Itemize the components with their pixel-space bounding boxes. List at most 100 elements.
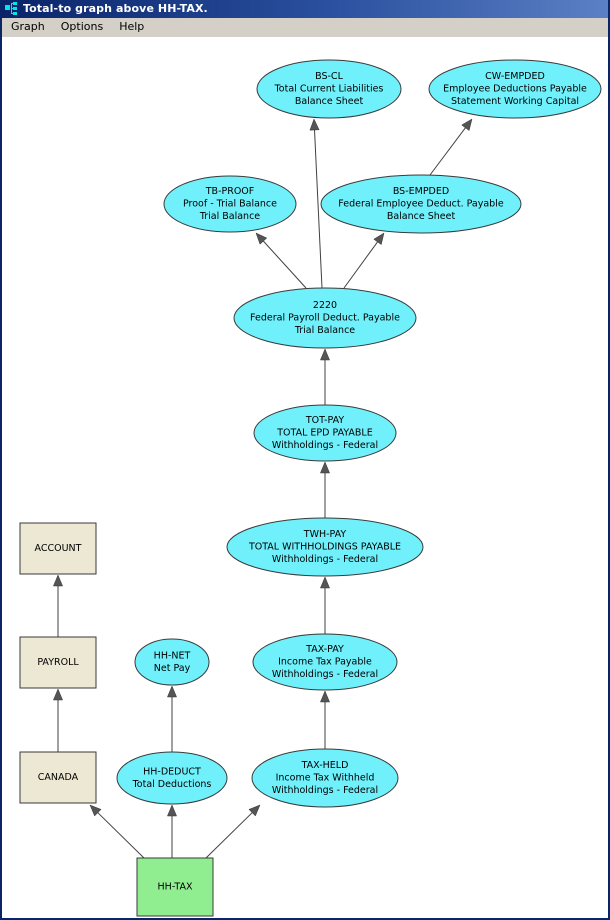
node-label-line: Withholdings - Federal bbox=[272, 785, 378, 796]
node-label-line: Total Deductions bbox=[132, 779, 212, 790]
graph-edge bbox=[320, 690, 330, 749]
node-label-line: Trial Balance bbox=[199, 211, 260, 222]
graph-node-twh-pay[interactable]: TWH-PAY TOTAL WITHHOLDINGS PAYABLEWithhol… bbox=[226, 517, 424, 577]
node-ellipse[interactable] bbox=[252, 633, 398, 691]
node-label-line: TAX-HELD bbox=[301, 760, 349, 771]
node-label-line: TAX-PAY bbox=[305, 644, 344, 655]
graph-node-account[interactable]: ACCOUNT bbox=[19, 522, 97, 575]
node-label-line: TB-PROOF bbox=[205, 186, 255, 197]
graph-node-hh-tax[interactable]: HH-TAX bbox=[136, 857, 214, 917]
node-ellipse[interactable] bbox=[163, 175, 297, 233]
node-ellipse[interactable] bbox=[116, 751, 228, 805]
node-label-line: HH-TAX bbox=[158, 882, 193, 893]
graph-node-canada[interactable]: CANADA bbox=[19, 751, 97, 804]
graph-edge bbox=[309, 118, 323, 289]
menu-item-help[interactable]: Help bbox=[119, 20, 145, 33]
edge-arrowhead bbox=[255, 232, 268, 245]
node-rect[interactable] bbox=[19, 522, 97, 575]
edge-layer bbox=[53, 118, 473, 859]
node-label-line: Withholdings - Federal bbox=[272, 669, 378, 680]
node-rect[interactable] bbox=[19, 751, 97, 804]
graph-node-payroll[interactable]: PAYROLL bbox=[19, 636, 97, 689]
node-label-line: Income Tax Withheld bbox=[276, 773, 375, 784]
node-rect[interactable] bbox=[19, 636, 97, 689]
graph-edge bbox=[53, 688, 63, 752]
node-label-line: Balance Sheet bbox=[387, 211, 456, 222]
node-label-line: TOT-PAY bbox=[305, 415, 345, 426]
node-label-line: HH-DEDUCT bbox=[143, 766, 201, 777]
edge-arrowhead bbox=[248, 804, 261, 817]
edge-arrowhead bbox=[167, 685, 177, 698]
graph-nodes-icon bbox=[5, 2, 17, 15]
edge-line bbox=[97, 812, 145, 859]
menu-item-options[interactable]: Options bbox=[60, 20, 104, 33]
graph-edge bbox=[320, 576, 330, 634]
node-ellipse[interactable] bbox=[233, 287, 417, 349]
node-ellipse[interactable] bbox=[226, 517, 424, 577]
edge-arrowhead bbox=[53, 574, 63, 587]
edge-arrowhead bbox=[167, 804, 177, 817]
graph-edge bbox=[167, 685, 177, 752]
node-label-line: Balance Sheet bbox=[295, 96, 364, 107]
node-ellipse[interactable] bbox=[256, 59, 402, 119]
graph-node-tax-held[interactable]: TAX-HELD Income Tax WithheldWithholdings … bbox=[251, 748, 399, 808]
node-ellipse[interactable] bbox=[320, 174, 522, 234]
node-ellipse[interactable] bbox=[253, 404, 397, 462]
node-label-line: Statement Working Capital bbox=[451, 96, 579, 107]
graph-edge bbox=[255, 232, 307, 289]
window-title: Total-to graph above HH-TAX. bbox=[23, 2, 208, 15]
node-label-line: Withholdings - Federal bbox=[272, 554, 378, 565]
edge-arrowhead bbox=[320, 576, 330, 589]
edge-line bbox=[429, 127, 466, 176]
node-label-line: Federal Payroll Deduct. Payable bbox=[250, 313, 400, 324]
node-label-line: BS-CL bbox=[315, 71, 343, 82]
graph-edge bbox=[429, 118, 473, 176]
graph-edge bbox=[320, 461, 330, 518]
graph-edge bbox=[53, 574, 63, 637]
node-ellipse[interactable] bbox=[251, 748, 399, 808]
window-title-bar[interactable]: Total-to graph above HH-TAX. bbox=[2, 0, 608, 18]
node-label-line: TWH-PAY bbox=[303, 529, 347, 540]
graph-edge bbox=[320, 348, 330, 405]
node-rect[interactable] bbox=[136, 857, 214, 917]
node-label-line: Proof - Trial Balance bbox=[183, 199, 277, 210]
node-label-line: Withholdings - Federal bbox=[272, 440, 378, 451]
graph-edge bbox=[205, 804, 261, 859]
edge-line bbox=[205, 812, 253, 859]
graph-node-hh-deduct[interactable]: HH-DEDUCT Total Deductions bbox=[116, 751, 228, 805]
node-label-line: TOTAL EPD PAYABLE bbox=[276, 428, 372, 439]
edge-line bbox=[343, 241, 378, 289]
edge-arrowhead bbox=[89, 804, 102, 817]
menu-item-graph[interactable]: Graph bbox=[11, 20, 45, 33]
node-label-line: BS-EMPDED bbox=[393, 186, 449, 197]
node-label-line: CW-EMPDED bbox=[485, 71, 545, 82]
graph-edge bbox=[343, 232, 385, 289]
node-label-line: 2220 bbox=[313, 300, 337, 311]
menu-bar: Graph Options Help bbox=[2, 18, 608, 37]
node-ellipse[interactable] bbox=[428, 59, 602, 119]
edge-arrowhead bbox=[461, 118, 473, 131]
graph-node-bs-empded[interactable]: BS-EMPDED Federal Employee Deduct. Payabl… bbox=[320, 174, 522, 234]
node-label-line: TOTAL WITHHOLDINGS PAYABLE bbox=[248, 542, 401, 553]
edge-line bbox=[314, 129, 323, 289]
edge-line bbox=[263, 240, 307, 289]
node-label-line: ACCOUNT bbox=[35, 543, 82, 554]
node-ellipse[interactable] bbox=[134, 638, 210, 686]
node-label-line: Total Current Liabilities bbox=[274, 84, 384, 95]
node-label-line: Trial Balance bbox=[294, 325, 355, 336]
node-label-line: Income Tax Payable bbox=[278, 657, 372, 668]
graph-edge bbox=[167, 804, 177, 858]
node-label-line: Federal Employee Deduct. Payable bbox=[338, 199, 504, 210]
graph-edge bbox=[89, 804, 145, 859]
